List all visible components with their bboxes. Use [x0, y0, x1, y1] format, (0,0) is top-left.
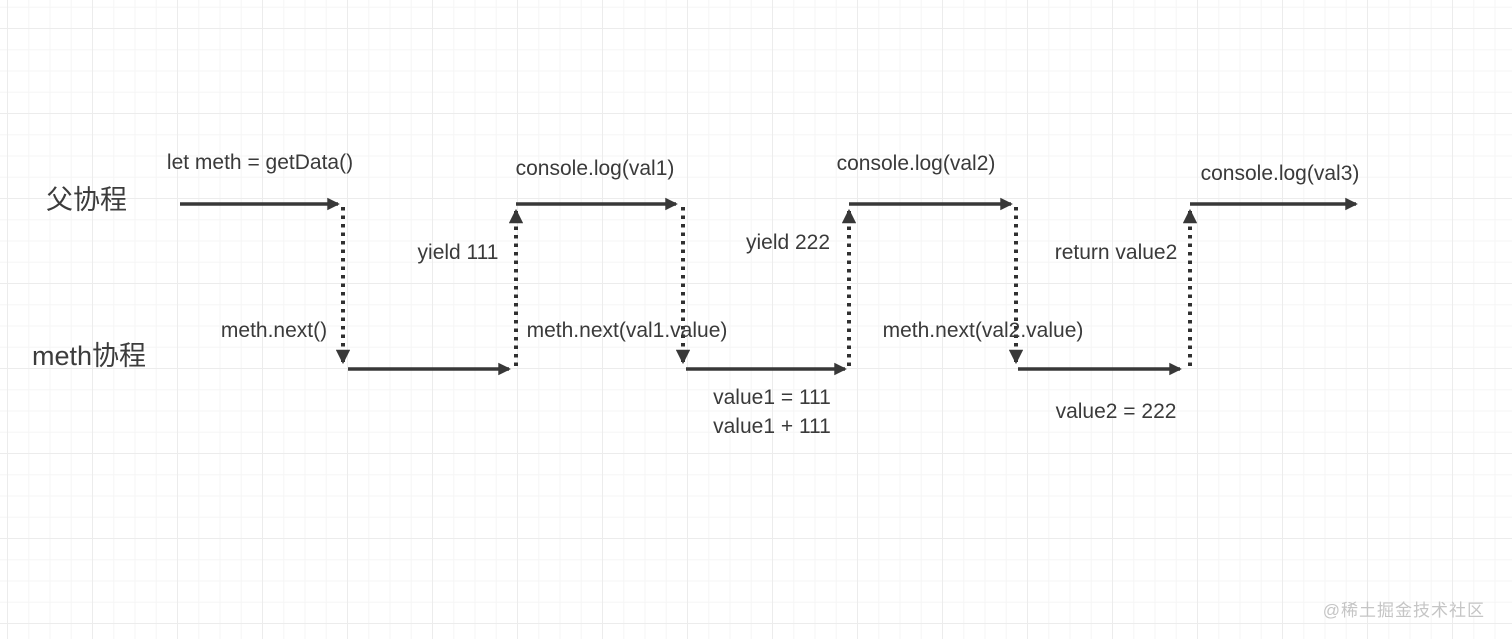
- meth-lane-label: meth协程: [32, 341, 147, 371]
- label-meth-next-val2: meth.next(val2.value): [882, 319, 1084, 342]
- label-console-log-val1: console.log(val1): [515, 157, 675, 180]
- label-value1-add: value1 + 111: [713, 415, 831, 438]
- label-value1-computation: value1 = 111 value1 + 111: [713, 383, 831, 441]
- label-meth-next-val1: meth.next(val1.value): [526, 319, 728, 342]
- label-console-log-val3: console.log(val3): [1200, 162, 1360, 185]
- juejin-watermark: @稀土掘金技术社区: [1322, 601, 1485, 620]
- label-yield-222: yield 222: [745, 231, 831, 254]
- label-return-value2: return value2: [1054, 241, 1178, 264]
- label-yield-111: yield 111: [417, 241, 499, 264]
- label-console-log-val2: console.log(val2): [836, 152, 996, 175]
- label-call-getdata: let meth = getData(): [166, 151, 354, 174]
- label-meth-next-1: meth.next(): [220, 319, 328, 342]
- label-value1-assign: value1 = 111: [713, 386, 831, 409]
- parent-lane-label: 父协程: [46, 185, 127, 215]
- label-value2-assign: value2 = 222: [1055, 400, 1177, 423]
